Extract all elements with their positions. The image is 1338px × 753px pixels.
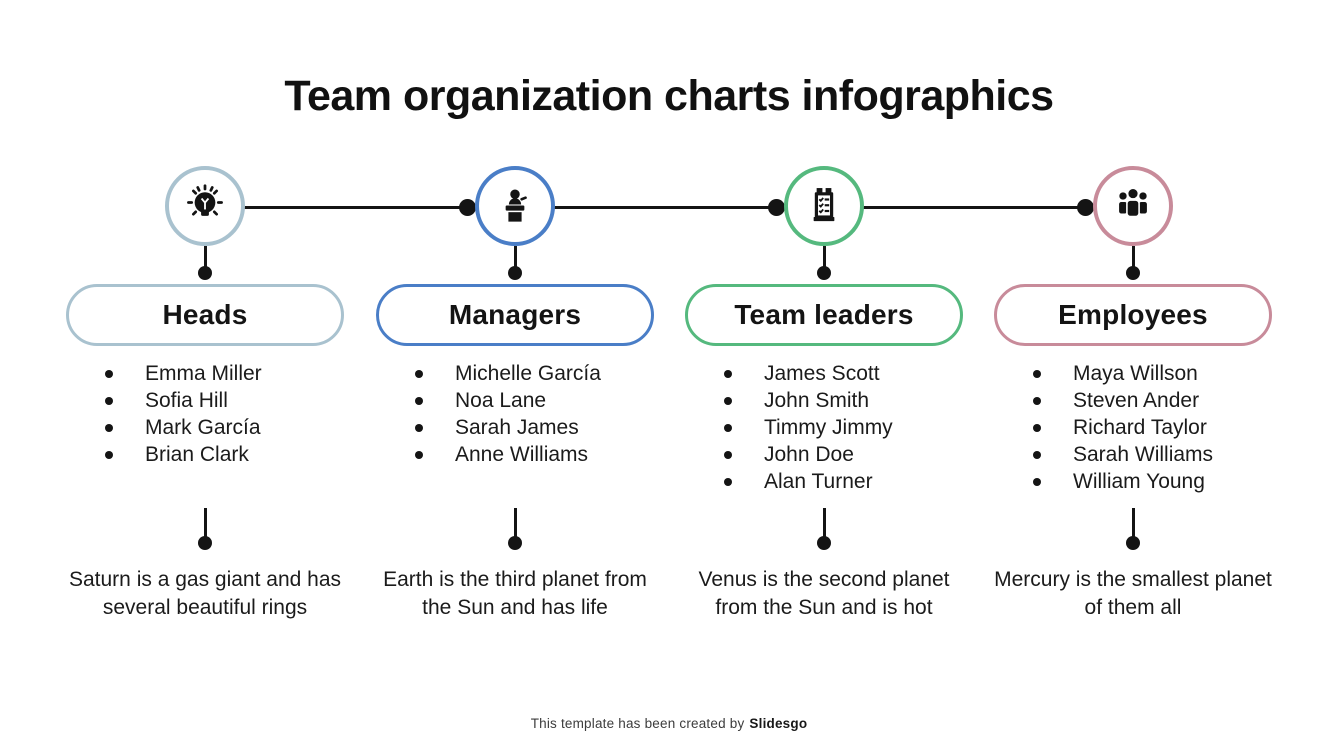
role-pill: Team leaders: [685, 284, 963, 346]
member-name: Sofia Hill: [145, 389, 228, 412]
member-name: Brian Clark: [145, 443, 249, 466]
connector-line: [513, 246, 517, 268]
timeline-node-dot: [1076, 199, 1094, 216]
member-item: Steven Ander: [1003, 387, 1263, 414]
column-icon-circle: [1093, 166, 1173, 246]
member-item: Emma Miller: [75, 360, 335, 387]
description-text: Venus is the second planet from the Sun …: [698, 568, 950, 619]
connector-line: [203, 246, 207, 268]
member-item: James Scott: [694, 360, 954, 387]
member-name: Sarah James: [455, 416, 579, 439]
member-item: Richard Taylor: [1003, 414, 1263, 441]
member-item: Mark García: [75, 414, 335, 441]
connector-dot: [198, 266, 212, 280]
member-item: Noa Lane: [385, 387, 645, 414]
member-item: Timmy Jimmy: [694, 414, 954, 441]
member-name: Mark García: [145, 416, 261, 439]
connector-line: [203, 508, 207, 538]
member-item: Anne Williams: [385, 441, 645, 468]
connector-dot: [1126, 536, 1140, 550]
member-item: William Young: [1003, 468, 1263, 495]
connector-dot: [1126, 266, 1140, 280]
column-icon-circle: [784, 166, 864, 246]
role-label: Employees: [1058, 299, 1208, 330]
footer-text: This template has been created by: [530, 716, 745, 731]
connector-line: [822, 246, 826, 268]
column-icon-circle: [475, 166, 555, 246]
member-item: Michelle García: [385, 360, 645, 387]
member-name: Alan Turner: [764, 470, 873, 493]
role-pill: Employees: [994, 284, 1272, 346]
connector-dot: [508, 266, 522, 280]
connector-dot: [817, 266, 831, 280]
page-title: Team organization charts infographics: [284, 72, 1054, 120]
member-name: Timmy Jimmy: [764, 416, 893, 439]
checklist-icon: [801, 183, 847, 229]
member-name: John Smith: [764, 389, 870, 412]
footer-brand: Slidesgo: [749, 716, 808, 731]
member-item: Sofia Hill: [75, 387, 335, 414]
connector-dot: [508, 536, 522, 550]
connector-dot: [817, 536, 831, 550]
member-name: Michelle García: [455, 362, 601, 385]
member-item: John Smith: [694, 387, 954, 414]
connector-line: [1131, 508, 1135, 538]
member-name: Richard Taylor: [1073, 416, 1207, 439]
connector-line: [1131, 246, 1135, 268]
member-item: John Doe: [694, 441, 954, 468]
member-item: Sarah Williams: [1003, 441, 1263, 468]
connector-line: [513, 508, 517, 538]
member-name: James Scott: [764, 362, 880, 385]
role-pill: Managers: [376, 284, 654, 346]
role-label: Heads: [162, 299, 248, 330]
lightbulb-icon: [182, 183, 228, 229]
member-name: Steven Ander: [1073, 389, 1200, 412]
description-text: Earth is the third planet from the Sun a…: [383, 568, 647, 619]
member-item: Maya Willson: [1003, 360, 1263, 387]
member-name: William Young: [1073, 470, 1205, 493]
connector-dot: [198, 536, 212, 550]
member-item: Brian Clark: [75, 441, 335, 468]
description-text: Saturn is a gas giant and has several be…: [68, 568, 341, 619]
footer-credit: This template has been created by Slidesg…: [0, 716, 1338, 731]
member-item: Sarah James: [385, 414, 645, 441]
member-name: Maya Willson: [1073, 362, 1198, 385]
member-name: Anne Williams: [455, 443, 589, 466]
timeline-node-dot: [458, 199, 476, 216]
member-item: Alan Turner: [694, 468, 954, 495]
role-label: Managers: [448, 299, 582, 330]
role-label: Team leaders: [734, 299, 914, 330]
speaker-podium-icon: [493, 184, 537, 228]
member-name: Noa Lane: [455, 389, 547, 412]
description-text: Mercury is the smallest planet of them a…: [994, 568, 1272, 619]
connector-line: [822, 508, 826, 538]
role-pill: Heads: [66, 284, 344, 346]
member-name: Sarah Williams: [1073, 443, 1214, 466]
member-name: John Doe: [764, 443, 854, 466]
timeline-line: [205, 206, 1133, 209]
column-icon-circle: [165, 166, 245, 246]
team-icon: [1110, 183, 1156, 229]
member-name: Emma Miller: [145, 362, 262, 385]
timeline-node-dot: [767, 199, 785, 216]
